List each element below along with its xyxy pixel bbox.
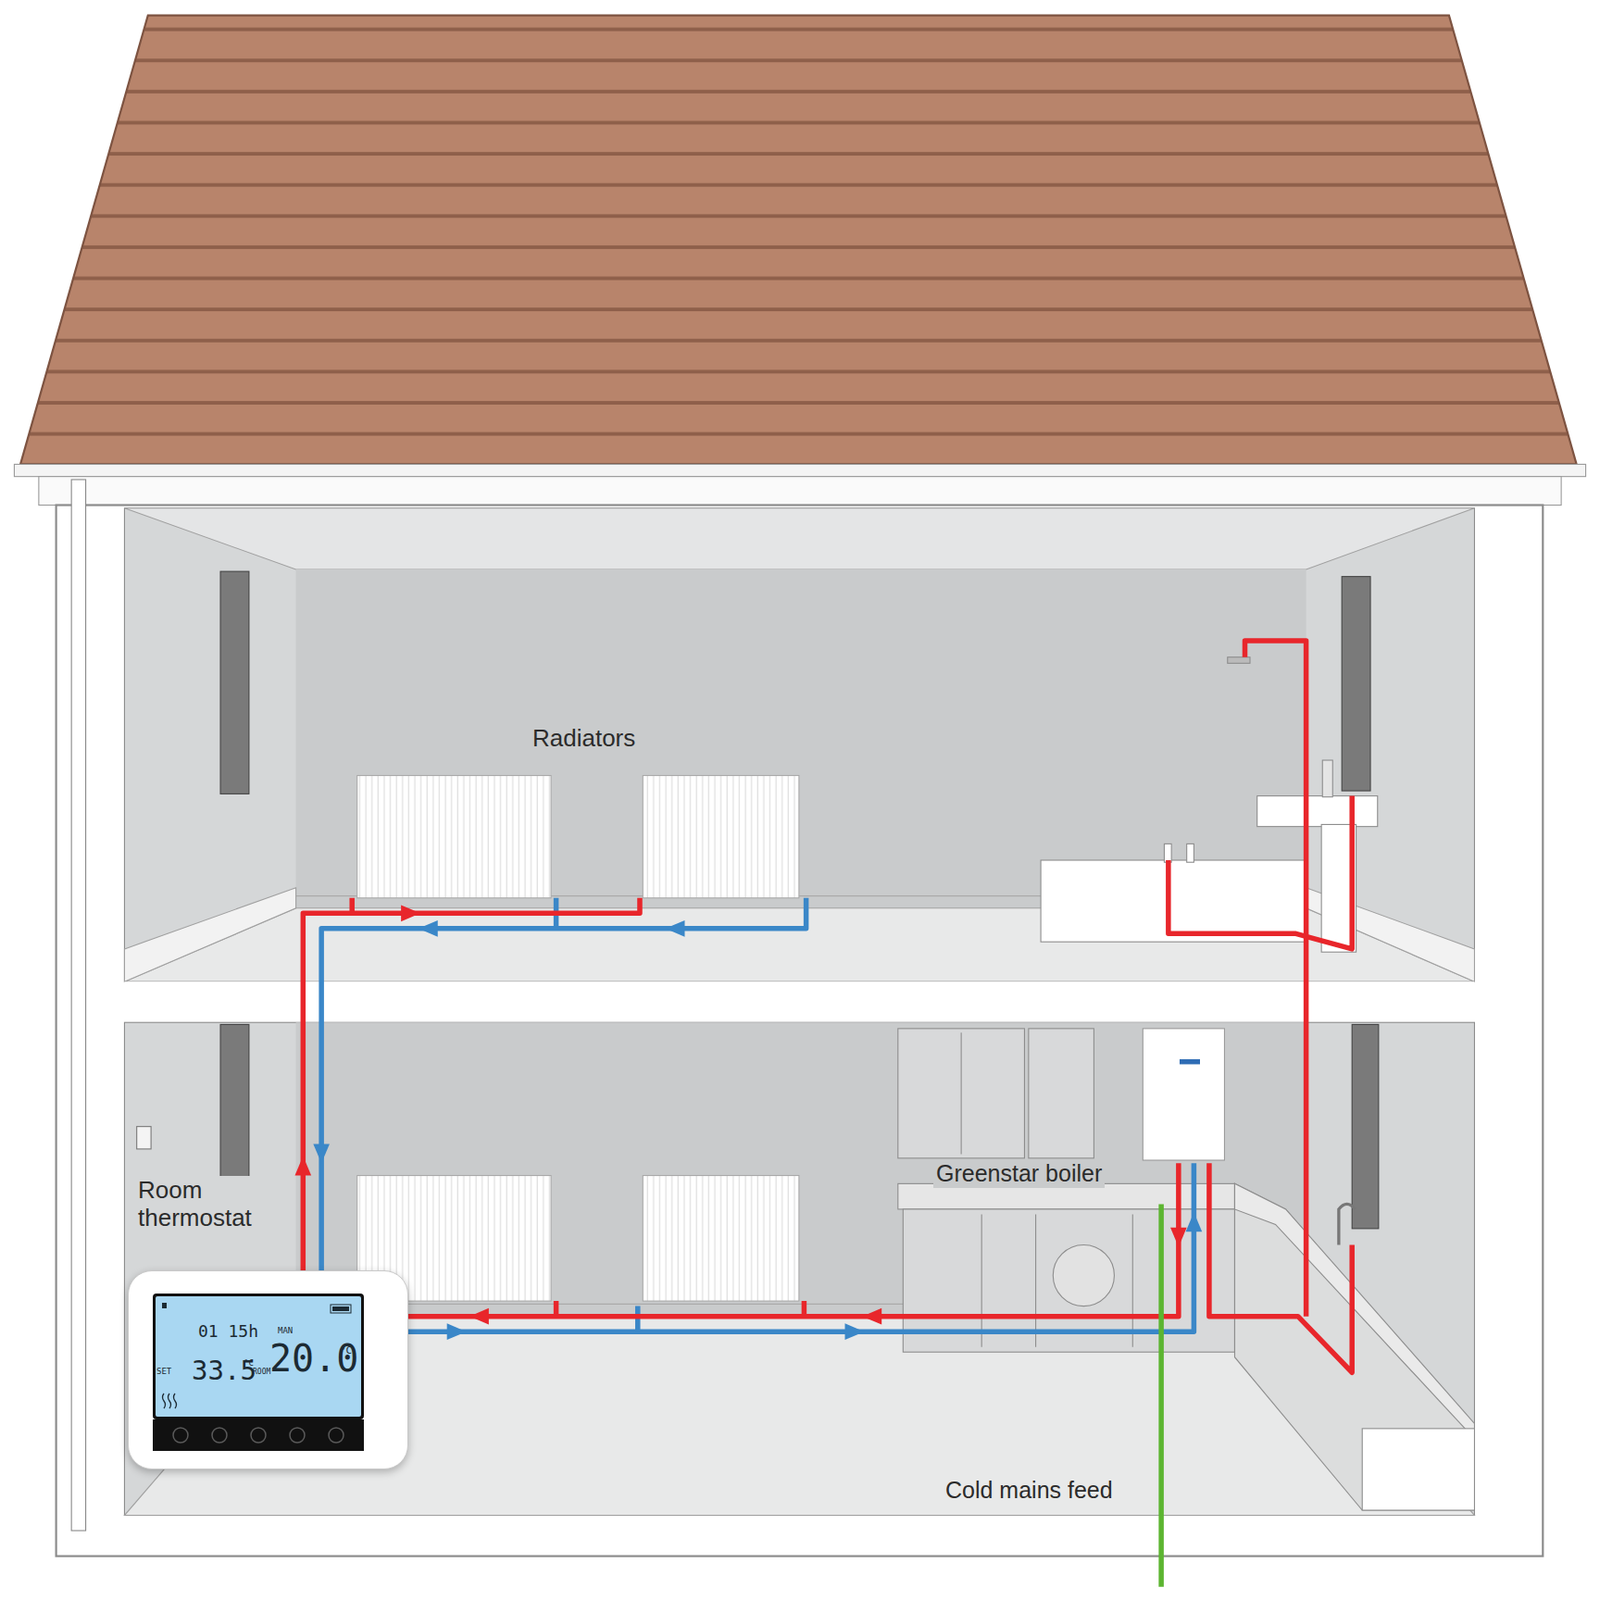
ceiling [124,508,1475,570]
boiler [1142,1028,1225,1161]
upper-room [124,508,1475,982]
touch-button [212,1427,227,1443]
kitchen [898,1028,1475,1511]
floor-slab [124,981,1475,1023]
bathroom [1040,657,1378,952]
battery-icon [330,1304,351,1313]
window [220,571,250,794]
display-reading: MAN [277,1326,293,1336]
lcd-screen [155,1296,362,1417]
radiators [357,775,800,1302]
heat-icon [162,1393,177,1409]
window [1351,1024,1379,1228]
text-label: Radiators [529,724,638,754]
button-strip [152,1419,364,1451]
touch-button [328,1427,344,1443]
thermostat-device: MAN01 15hSET33.5°CROOM20.0°C [127,1270,409,1470]
lcd-icon [162,1302,167,1309]
fascia [13,463,1586,476]
touch-button [173,1427,188,1443]
text-label: Room thermostat [135,1175,280,1234]
touch-button [250,1427,266,1443]
display-reading: °C [243,1359,254,1368]
text-label: Cold mains feed [942,1475,1116,1505]
display-reading: ROOM [252,1368,271,1376]
lower-room [124,1022,1475,1515]
cold-main-pipe [1158,1203,1164,1587]
house-wall [56,505,1544,1557]
display-reading: SET [156,1367,172,1376]
heating-pipes [302,898,1194,1332]
window [1341,576,1371,791]
roof [20,15,1577,465]
display-reading: °C [339,1345,352,1356]
screen-bezel [152,1293,364,1420]
skirting [124,887,296,982]
display-reading: 01 15h [198,1323,259,1340]
touch-button [289,1427,305,1443]
battery-level [332,1306,350,1312]
flow-arrows [294,905,1202,1340]
back-wall [296,569,1307,909]
hot-water-pipes [1168,640,1352,1373]
wall-thermostat [137,1126,151,1150]
boiler-logo [1179,1059,1200,1065]
soffit [38,476,1562,506]
downpipe [71,479,86,1531]
text-label: Greenstar boiler [933,1159,1105,1188]
